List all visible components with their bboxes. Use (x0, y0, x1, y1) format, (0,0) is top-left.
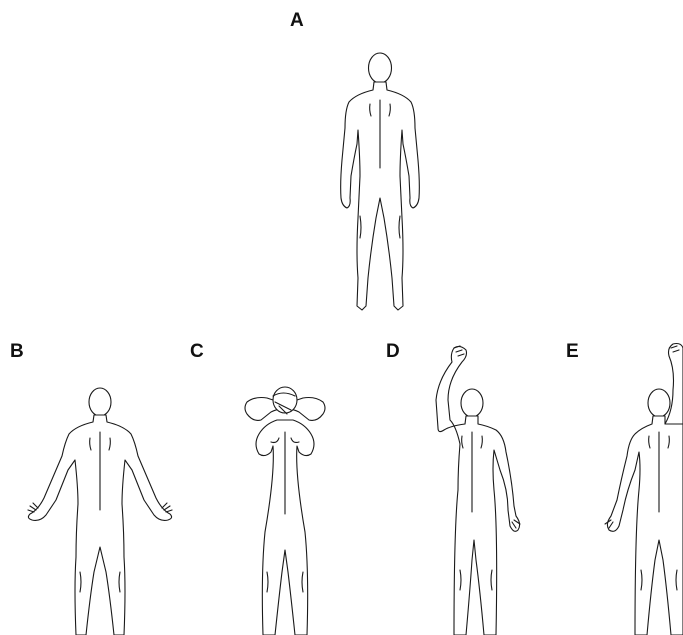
body-outline-a (341, 53, 420, 310)
panel-label-c: C (190, 342, 204, 361)
body-outline-e (607, 344, 683, 635)
panel-label-e: E (566, 342, 579, 361)
figure-e-arm-raised-cropped (595, 340, 683, 635)
figure-a-arms-at-sides (320, 48, 440, 320)
figure-d-one-arm-raised (410, 340, 540, 635)
panel-label-b: B (10, 342, 24, 361)
figure-c-hands-behind-head (225, 382, 345, 635)
panel-label-a: A (290, 11, 304, 30)
body-outline-b (28, 388, 171, 635)
figure-b-arms-abducted (20, 382, 180, 635)
panel-label-d: D (386, 342, 400, 361)
body-outline-d (436, 346, 520, 635)
